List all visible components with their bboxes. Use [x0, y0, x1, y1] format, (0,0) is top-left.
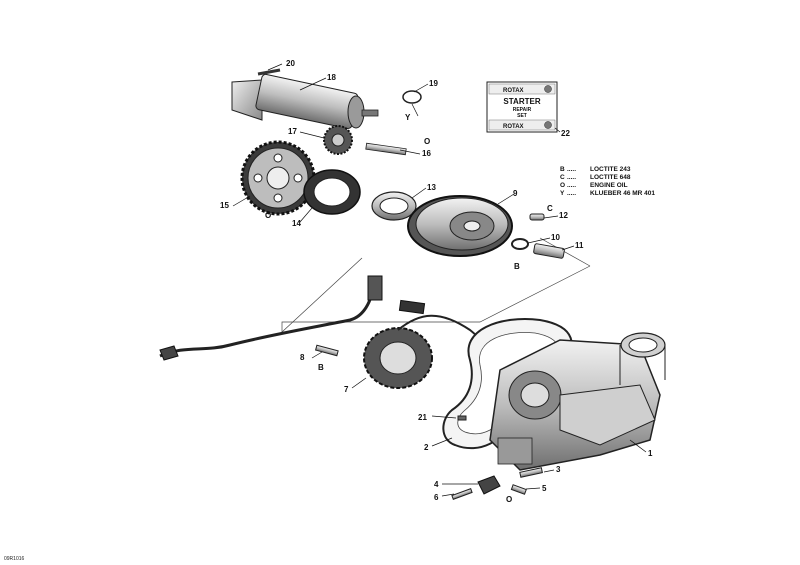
- legend: B ..... LOCTITE 243 C ..... LOCTITE 648 …: [560, 166, 655, 197]
- callout-20: 20: [286, 59, 295, 68]
- kit-brand: ROTAX: [503, 88, 524, 94]
- lube-19: Y: [405, 113, 411, 122]
- callout-13: 13: [427, 183, 436, 192]
- callout-21: 21: [418, 413, 427, 422]
- starter-repair-kit-22: ROTAX STARTER REPAIR SET ROTAX: [486, 81, 558, 133]
- callout-3: 3: [556, 465, 561, 474]
- drawing-number: 09R1016: [4, 556, 25, 562]
- legend-dots-1: .....: [567, 166, 576, 173]
- callout-10: 10: [551, 233, 560, 242]
- callout-9: 9: [513, 189, 518, 198]
- bolt-6: [451, 488, 473, 500]
- stator-7: [159, 275, 496, 389]
- lube-15: O: [265, 211, 271, 220]
- lube-5: O: [506, 495, 512, 504]
- dowel-pin-21: [457, 415, 467, 421]
- lube-16: O: [424, 137, 430, 146]
- lube-12: C: [547, 204, 553, 213]
- lubricant-markers: Y O O C B B O: [265, 113, 553, 504]
- o-ring-19: [402, 90, 422, 104]
- callout-8: 8: [300, 353, 305, 362]
- legend-text-4: KLUEBER 46 MR 401: [590, 190, 655, 197]
- callout-5: 5: [542, 484, 547, 493]
- callout-1: 1: [648, 449, 653, 458]
- callout-19: 19: [429, 79, 438, 88]
- screw-5: [510, 484, 527, 495]
- kit-title: STARTER: [503, 97, 540, 106]
- callout-15: 15: [220, 201, 229, 210]
- kit-line3: SET: [517, 113, 527, 119]
- starter-gear-17: [323, 125, 353, 155]
- washer-10: [511, 238, 529, 250]
- callout-11: 11: [575, 241, 584, 250]
- callout-4: 4: [434, 480, 439, 489]
- ring-14: [303, 169, 361, 215]
- legend-dots-2: .....: [567, 174, 576, 181]
- flywheel-bolt-11: [533, 243, 565, 259]
- legend-text-1: LOCTITE 243: [590, 166, 631, 173]
- screw-12: [529, 213, 545, 221]
- bolt-3: [519, 467, 543, 478]
- legend-text-3: ENGINE OIL: [590, 182, 628, 189]
- magneto-cover-1: [489, 332, 666, 471]
- callout-12: 12: [559, 211, 568, 220]
- callout-22: 22: [561, 129, 570, 138]
- legend-code-1: B: [560, 166, 565, 173]
- grommet-4: [477, 475, 501, 495]
- assembly-reference-lines: [281, 237, 591, 333]
- lube-8: B: [318, 363, 324, 372]
- callout-17: 17: [288, 127, 297, 136]
- screw-8: [314, 344, 339, 357]
- legend-dots-4: .....: [567, 190, 576, 197]
- starter-ring-gear-15: [240, 140, 316, 216]
- callout-6: 6: [434, 493, 439, 502]
- callout-7: 7: [344, 385, 349, 394]
- legend-code-4: Y: [560, 190, 565, 197]
- callout-numbers: 20 18 19 17 16 15 14 13 9 12 10 11 22 8 …: [220, 59, 653, 502]
- kit-line2: REPAIR: [513, 107, 532, 113]
- starter-motor: [231, 68, 379, 130]
- kit-brand-bottom: ROTAX: [503, 124, 524, 130]
- flywheel-9: [407, 195, 513, 257]
- callout-18: 18: [327, 73, 336, 82]
- shaft-16: [365, 142, 407, 156]
- callout-16: 16: [422, 149, 431, 158]
- legend-dots-3: .....: [567, 182, 576, 189]
- bearing-13: [371, 191, 417, 221]
- legend-text-2: LOCTITE 648: [590, 174, 631, 181]
- callout-2: 2: [424, 443, 429, 452]
- legend-code-2: C: [560, 174, 565, 181]
- leader-lines: [232, 63, 647, 497]
- callout-14: 14: [292, 219, 301, 228]
- legend-code-3: O: [560, 182, 565, 189]
- lube-11: B: [514, 262, 520, 271]
